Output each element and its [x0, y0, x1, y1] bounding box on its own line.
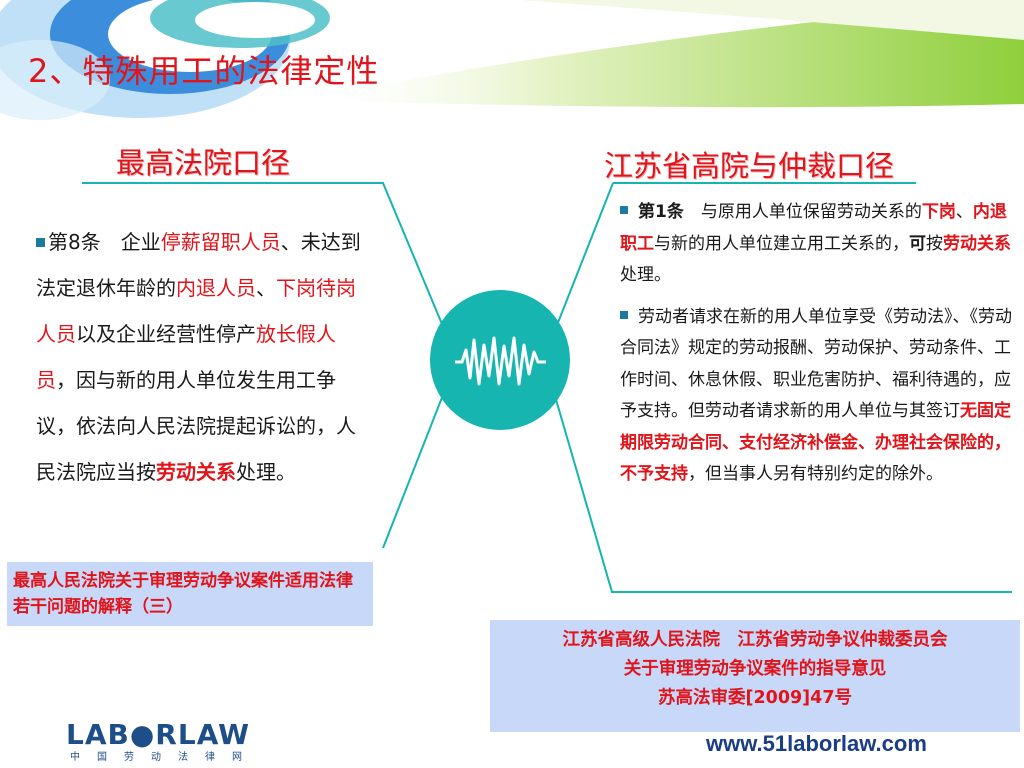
laborlaw-logo: LAB●RLAW 中国劳动法律网 — [66, 718, 256, 766]
connector-line-bottom-left — [382, 371, 453, 549]
left-article-text: 第8条 企业停薪留职人员、未达到法定退休年龄的内退人员、下岗待岗人员以及企业经营… — [36, 230, 361, 484]
bullet-icon — [36, 238, 45, 247]
right-source-line-1: 江苏省高级人民法院 江苏省劳动争议仲裁委员会 — [562, 630, 948, 650]
right-item-1: 第1条 与原用人单位保留劳动关系的下岗、内退职工与新的用人单位建立用工关系的，可… — [620, 202, 1011, 285]
right-item-2: 劳动者请求在新的用人单位享受《劳动法》、《劳动合同法》规定的劳动报酬、劳动保护、… — [620, 306, 1012, 484]
right-article-text: 第1条 与原用人单位保留劳动关系的下岗、内退职工与新的用人单位建立用工关系的，可… — [620, 197, 1014, 491]
left-heading: 最高法院口径 — [116, 146, 291, 180]
right-source-box: 江苏省高级人民法院 江苏省劳动争议仲裁委员会 关于审理劳动争议案件的指导意见 苏… — [490, 620, 1020, 732]
right-heading: 江苏省高院与仲裁口径 — [604, 149, 895, 183]
left-source-box: 最高人民法院关于审理劳动争议案件适用法律若干问题的解释（三） — [7, 562, 373, 626]
website-url: www.51laborlaw.com — [706, 731, 927, 756]
bullet-icon — [620, 310, 628, 319]
center-circle — [430, 290, 570, 430]
logo-wordmark: LAB●RLAW — [66, 718, 250, 751]
page-title: 2、特殊用工的法律定性 — [28, 52, 380, 90]
connector-line-bottom-right — [547, 371, 1012, 593]
right-source-line-2: 关于审理劳动争议案件的指导意见 — [623, 659, 887, 679]
pulse-icon — [455, 336, 546, 386]
connector-line-top-left — [82, 182, 453, 349]
bullet-icon — [620, 206, 628, 214]
right-source-line-3: 苏高法审委[2009]47号 — [657, 688, 853, 708]
logo-subtitle: 中国劳动法律网 — [70, 752, 259, 763]
